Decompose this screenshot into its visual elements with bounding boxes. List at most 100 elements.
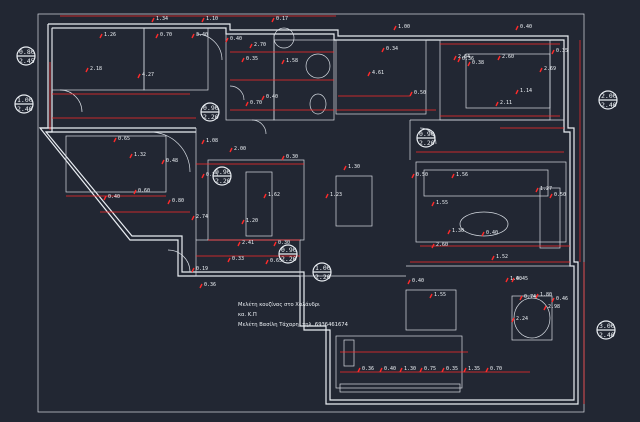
dimension-tick bbox=[201, 17, 205, 23]
dimension-label: 0.30 bbox=[278, 240, 290, 246]
marker-top-value: 3.00 bbox=[599, 322, 615, 330]
dimension-tick bbox=[281, 59, 285, 65]
dimension-tick bbox=[539, 67, 543, 73]
dimension-label: 1.35 bbox=[468, 366, 480, 372]
marker-top-value: 0.90 bbox=[281, 246, 297, 254]
dimension-label: 1.08 bbox=[206, 138, 218, 144]
dimension-tick bbox=[129, 153, 133, 159]
marker-top-value: 2.00 bbox=[601, 92, 617, 100]
dimension-label: 2.18 bbox=[90, 66, 102, 72]
dimension-label: 0.50 bbox=[554, 192, 566, 198]
dimension-label: 0.25 bbox=[206, 172, 218, 178]
dimension-label: 0.19 bbox=[196, 266, 208, 272]
elevation-marker-m3: 2.002.40 bbox=[598, 90, 618, 110]
dimension-label: 0.17 bbox=[276, 16, 288, 22]
dimension-tick bbox=[103, 195, 107, 201]
dimension-tick bbox=[167, 199, 171, 205]
dimension-label: 1.30 bbox=[452, 228, 464, 234]
dimension-tick bbox=[229, 147, 233, 153]
dimension-label: 0.36 bbox=[204, 282, 216, 288]
dimension-label: 1.30 bbox=[404, 366, 416, 372]
marker-bottom-value: 2.20 bbox=[281, 255, 297, 263]
dimension-tick bbox=[137, 73, 141, 79]
dimension-label: 0.35 bbox=[556, 48, 568, 54]
dimension-label: 2.60 bbox=[502, 54, 514, 60]
elevation-marker-m2: 1.002.40 bbox=[14, 94, 34, 114]
dimension-tick bbox=[431, 201, 435, 207]
dimension-label: 0.30 bbox=[286, 154, 298, 160]
dimension-tick bbox=[515, 25, 519, 31]
dimension-tick bbox=[271, 17, 275, 23]
dimension-label: 0.70 bbox=[490, 366, 502, 372]
dimension-label: 0.35 bbox=[246, 56, 258, 62]
elevation-marker-m7: 0.902.20 bbox=[278, 244, 298, 264]
dimension-label: 0.75 bbox=[424, 366, 436, 372]
marker-top-value: 0.90 bbox=[215, 168, 231, 176]
dimension-label: 1.52 bbox=[496, 254, 508, 260]
dimension-label: 1.32 bbox=[134, 152, 146, 158]
dimension-tick bbox=[485, 367, 489, 373]
dimension-tick bbox=[225, 37, 229, 43]
dimension-label: 0.36 bbox=[362, 366, 374, 372]
dimension-label: 3.40 bbox=[196, 32, 208, 38]
dimension-label: 0.80 bbox=[172, 198, 184, 204]
dimension-tick bbox=[273, 241, 277, 247]
dimension-label: 0.70 bbox=[250, 100, 262, 106]
marker-bottom-value: 2.20 bbox=[315, 273, 331, 281]
dimension-tick bbox=[419, 367, 423, 373]
dimension-label: 0.40 bbox=[266, 94, 278, 100]
dimension-tick bbox=[201, 173, 205, 179]
dimension-label: 0.33 bbox=[232, 256, 244, 262]
elevation-marker-m5: 0.902.20 bbox=[416, 128, 436, 148]
dimension-tick bbox=[441, 367, 445, 373]
dimension-label: 1.55 bbox=[434, 292, 446, 298]
dimension-tick bbox=[325, 193, 329, 199]
dimension-label: 0.40 bbox=[486, 230, 498, 236]
dimension-label: 1.40 bbox=[510, 276, 522, 282]
dimension-label: 2.74 bbox=[196, 214, 208, 220]
drawing-frame bbox=[37, 13, 585, 413]
dimension-tick bbox=[495, 101, 499, 107]
dimension-label: 4.27 bbox=[142, 72, 154, 78]
marker-top-value: 0.90 bbox=[203, 104, 219, 112]
dimension-label: 1.55 bbox=[436, 200, 448, 206]
elevation-marker-m9: 3.002.40 bbox=[596, 320, 616, 340]
elevation-marker-m1: 0.802.45 bbox=[16, 46, 36, 66]
dimension-label: 1.00 bbox=[398, 24, 410, 30]
dimension-label: 0.40 bbox=[520, 24, 532, 30]
dimension-tick bbox=[399, 367, 403, 373]
dimension-tick bbox=[515, 89, 519, 95]
dimension-label: 0.48 bbox=[166, 158, 178, 164]
marker-top-value: 0.80 bbox=[19, 48, 35, 56]
dimension-label: 0.36 bbox=[462, 56, 474, 62]
dimension-tick bbox=[467, 61, 471, 67]
dimension-tick bbox=[481, 231, 485, 237]
dimension-tick bbox=[535, 293, 539, 299]
note-line-2: κα. Κ.Π bbox=[238, 312, 257, 318]
dimension-tick bbox=[497, 55, 501, 61]
dimension-label: 0.46 bbox=[556, 296, 568, 302]
dimension-tick bbox=[407, 279, 411, 285]
dimension-label: 2.41 bbox=[242, 240, 254, 246]
interior-walls bbox=[51, 27, 574, 393]
dimension-tick bbox=[261, 95, 265, 101]
dimension-label: 2.24 bbox=[516, 316, 528, 322]
dimension-label: 0.40 bbox=[412, 278, 424, 284]
dimension-label: 0.38 bbox=[472, 60, 484, 66]
title-block: Μελέτη κουζίνας στο Χαλάνδρι κα. Κ.Π Μελ… bbox=[238, 301, 349, 328]
dimension-tick bbox=[281, 155, 285, 161]
dimension-label: 1.23 bbox=[330, 192, 342, 198]
dimension-tick bbox=[241, 57, 245, 63]
dimension-label: 1.58 bbox=[286, 58, 298, 64]
dimension-label: 1.80 bbox=[540, 292, 552, 298]
dimension-tick bbox=[379, 367, 383, 373]
dimension-tick bbox=[453, 55, 457, 61]
dimension-tick bbox=[367, 71, 371, 77]
dimension-tick bbox=[551, 297, 555, 303]
dimension-label: 1.34 bbox=[156, 16, 168, 22]
outer-walls bbox=[38, 23, 579, 405]
dimension-tick bbox=[549, 193, 553, 199]
elevation-marker-m8: 1.002.20 bbox=[312, 262, 332, 282]
dimension-label: 0.74 bbox=[524, 294, 536, 300]
